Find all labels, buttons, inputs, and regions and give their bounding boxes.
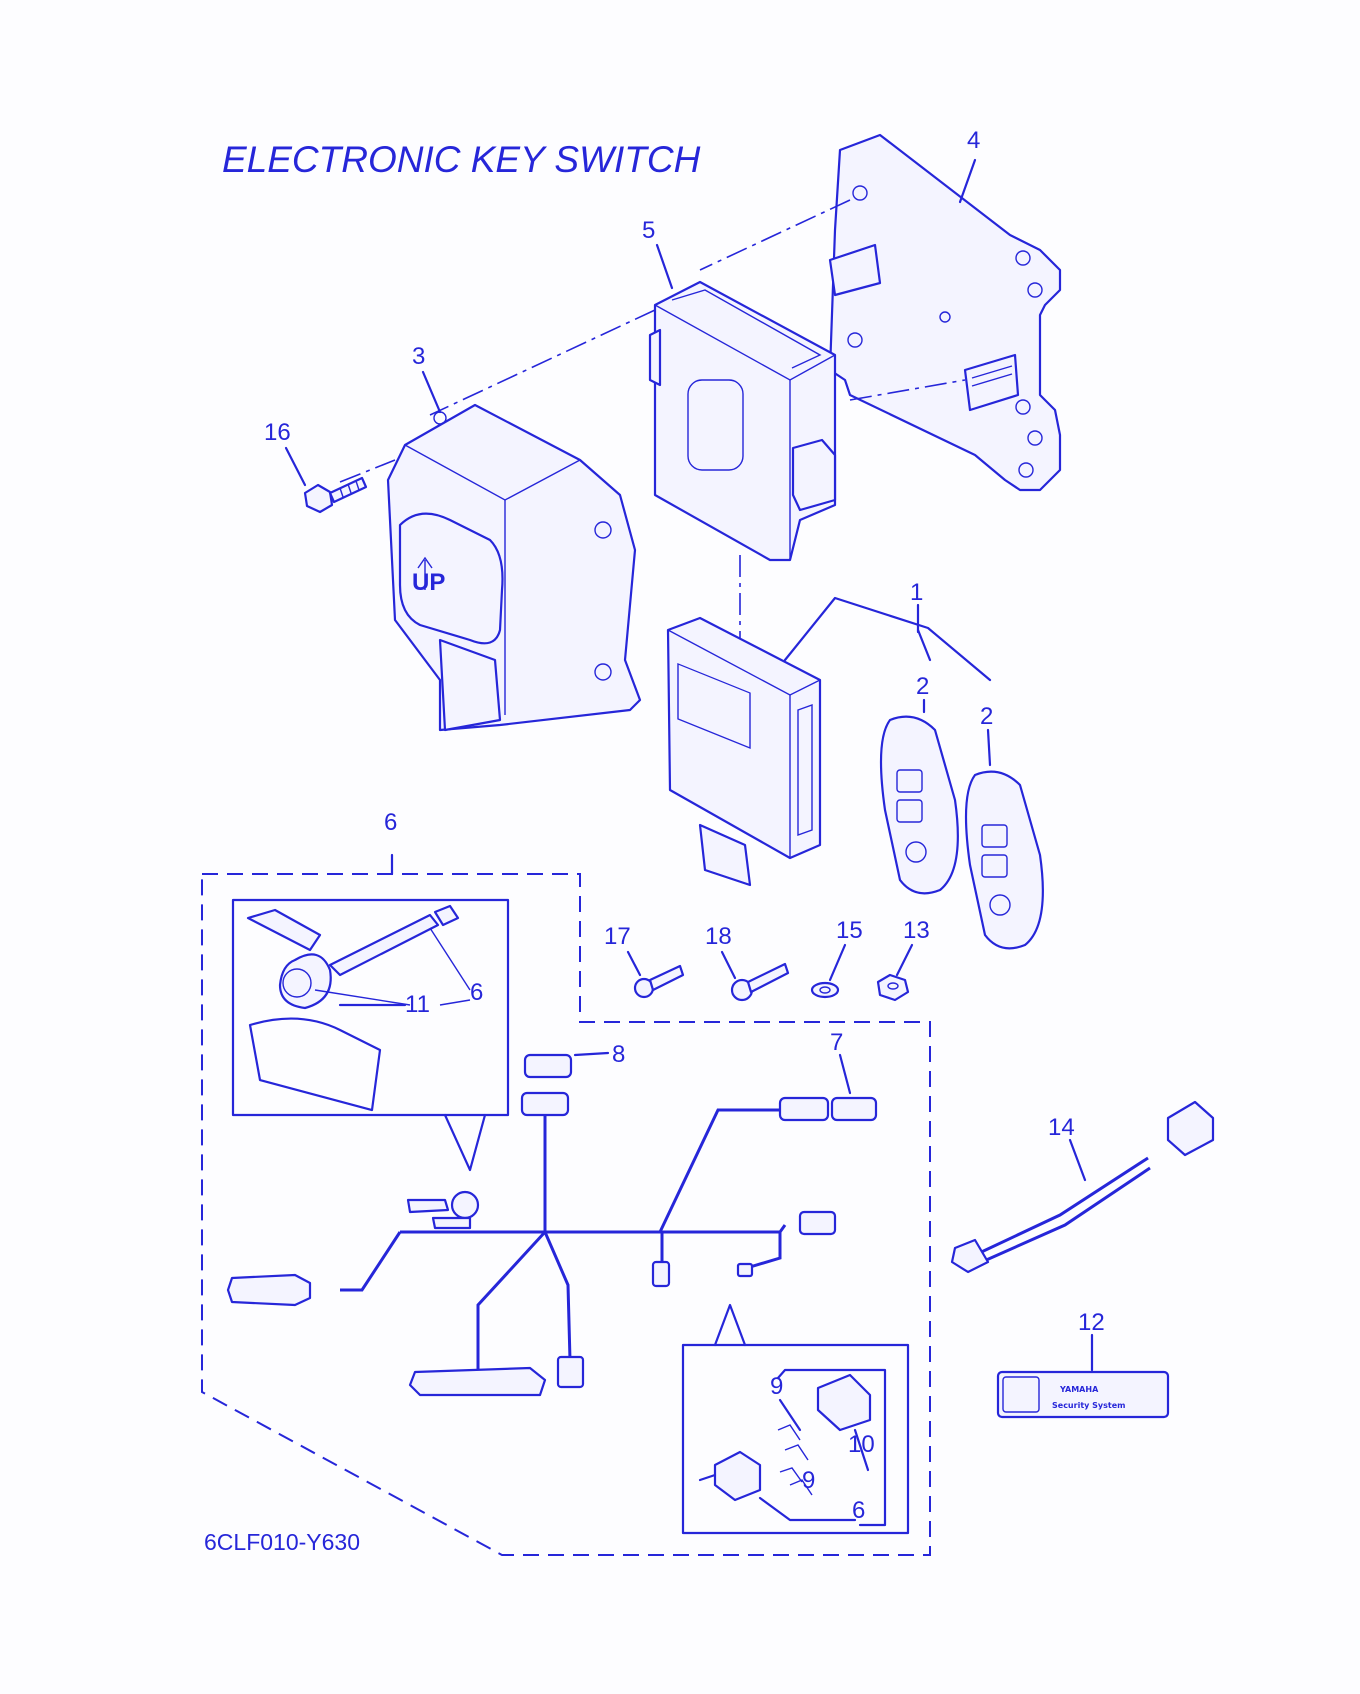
detail-box-connector [681, 1303, 910, 1535]
part-number: 12 [1078, 1309, 1105, 1336]
lead-wire-part[interactable] [950, 1100, 1215, 1274]
callout-leader [828, 943, 847, 982]
screw-14-part[interactable] [730, 962, 790, 1002]
part-number: 15 [836, 917, 863, 944]
key-switch-part[interactable]: UP [386, 403, 642, 732]
centerline [429, 309, 656, 416]
nut-16-part[interactable] [876, 973, 910, 1002]
part-number: 9 [770, 1373, 783, 1400]
label-line2: Security System [1052, 1401, 1125, 1410]
part-number: 7 [830, 1029, 843, 1056]
callout-leader [986, 728, 992, 767]
bracket-plate-part[interactable] [828, 133, 1062, 492]
security-label-part[interactable]: YAMAHA Security System [996, 1370, 1170, 1419]
detail-box-grommet [231, 898, 510, 1172]
centerline [699, 199, 851, 271]
part-number: 9 [802, 1467, 815, 1494]
callout-leader [655, 243, 674, 290]
callout-leader [720, 950, 737, 980]
centerline [849, 379, 966, 401]
key-fob-part[interactable] [879, 715, 959, 895]
diagram-title: ELECTRONIC KEY SWITCH [222, 139, 701, 180]
centerline [339, 459, 396, 483]
part-number: 8 [612, 1041, 625, 1068]
callout-leader [916, 628, 932, 662]
callout-leader [1068, 1138, 1087, 1182]
part-number: 6 [384, 809, 397, 836]
callout-leader [573, 1051, 610, 1057]
part-number: 17 [604, 923, 631, 950]
part-number: 4 [967, 127, 980, 154]
callout-leader [895, 943, 914, 977]
callout-leader [284, 446, 307, 487]
callout-leader [838, 1053, 852, 1095]
unit-cover-part[interactable] [648, 280, 837, 562]
callout-leader [783, 596, 992, 682]
up-label: UP [412, 569, 445, 596]
part-number: 18 [705, 923, 732, 950]
part-number: 16 [264, 419, 291, 446]
bolt-12-part[interactable] [303, 476, 368, 514]
part-number: 2 [980, 703, 993, 730]
part-number: 3 [412, 343, 425, 370]
part-number: 5 [642, 217, 655, 244]
control-unit-part[interactable] [666, 616, 822, 887]
part-number: 10 [848, 1431, 875, 1458]
label-brand: YAMAHA [1059, 1385, 1099, 1394]
part-number: 6 [852, 1497, 865, 1524]
harness-group-outline [201, 873, 931, 1556]
wire-harness-part[interactable] [226, 1053, 878, 1397]
callout-leader [421, 370, 442, 414]
callout-leader [958, 158, 977, 204]
part-number: 6 [470, 979, 483, 1006]
callout-leader [626, 950, 642, 977]
part-number: 13 [903, 917, 930, 944]
part-number: 14 [1048, 1114, 1075, 1141]
washer-15-part[interactable] [810, 981, 840, 999]
screw-13-part[interactable] [633, 964, 685, 999]
part-number: 2 [916, 673, 929, 700]
part-number: 1 [910, 579, 923, 606]
part-number: 11 [405, 991, 430, 1018]
key-fob-part[interactable] [964, 770, 1044, 950]
diagram-code: 6CLF010-Y630 [204, 1529, 360, 1555]
